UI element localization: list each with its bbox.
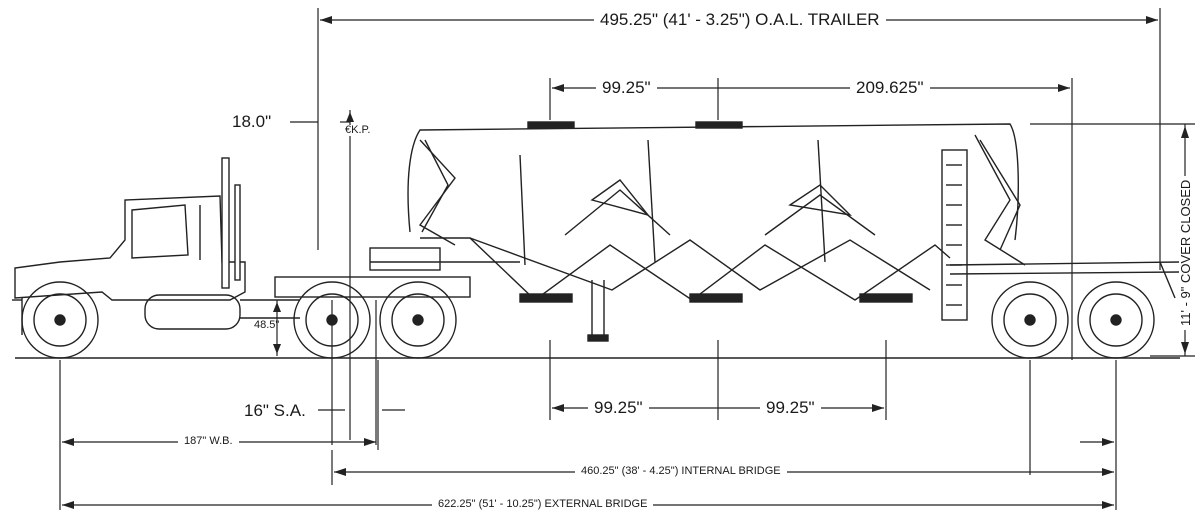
hatch-to-rear-label: 209.625" [850,79,930,96]
kingpin-label: €K.P. [343,124,373,136]
oal-trailer-label: 495.25" (41' - 3.25") O.A.L. TRAILER [594,11,886,28]
internal-bridge-label: 460.25" (38' - 4.25") INTERNAL BRIDGE [575,466,787,477]
external-bridge-label: 622.25" (51' - 10.25") EXTERNAL BRIDGE [432,499,654,510]
kingpin-offset-label: 18.0" [232,112,272,131]
arrowheads [62,16,1189,509]
cover-closed-label: 11' - 9" COVER CLOSED [1178,175,1193,330]
fifth-wheel-height-label: 48.5" [254,319,280,331]
hopper-spacing-1-label: 99.25" [588,399,649,416]
hopper-spacing-2-label: 99.25" [760,399,821,416]
trailer [369,121,1181,359]
wheel-base-label: 187" W.B. [178,436,239,447]
tractor [12,157,471,359]
hatch-spacing-label: 99.25" [596,79,657,96]
spread-axle-label: 16" S.A. [244,401,306,420]
